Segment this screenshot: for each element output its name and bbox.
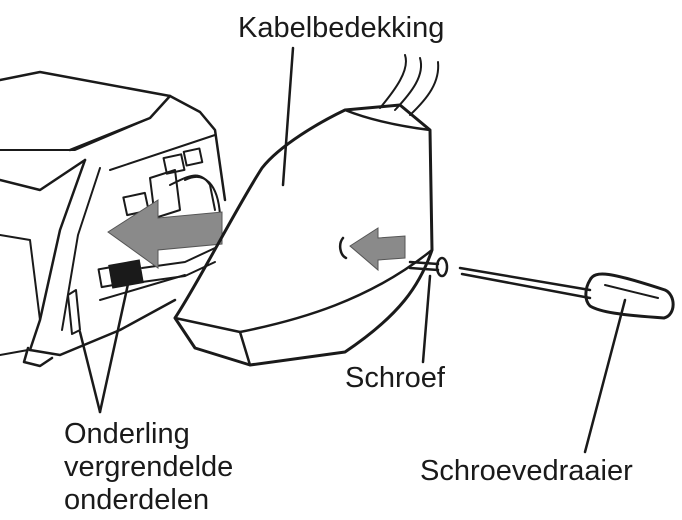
screw	[408, 256, 449, 278]
screwdriver	[458, 266, 675, 320]
interlocking-parts-label-line-2: vergrendelde	[64, 451, 234, 483]
assembly-arrow	[107, 199, 223, 269]
interlocking-parts-label: Onderling vergrendelde onderdelen	[64, 418, 233, 517]
screw-direction-arrow	[349, 227, 406, 272]
interlocking-parts-label-line-3: onderdelen	[64, 484, 210, 516]
cable-cover-label: Kabelbedekking	[238, 12, 445, 44]
screw-label: Schroef	[345, 362, 445, 394]
screwdriver-label: Schroevedraaier	[420, 455, 633, 487]
base-unit	[0, 70, 227, 368]
interlocking-parts-label-line-1: Onderling	[64, 418, 190, 450]
leader-lines	[78, 46, 627, 454]
cable-cover	[173, 54, 440, 367]
